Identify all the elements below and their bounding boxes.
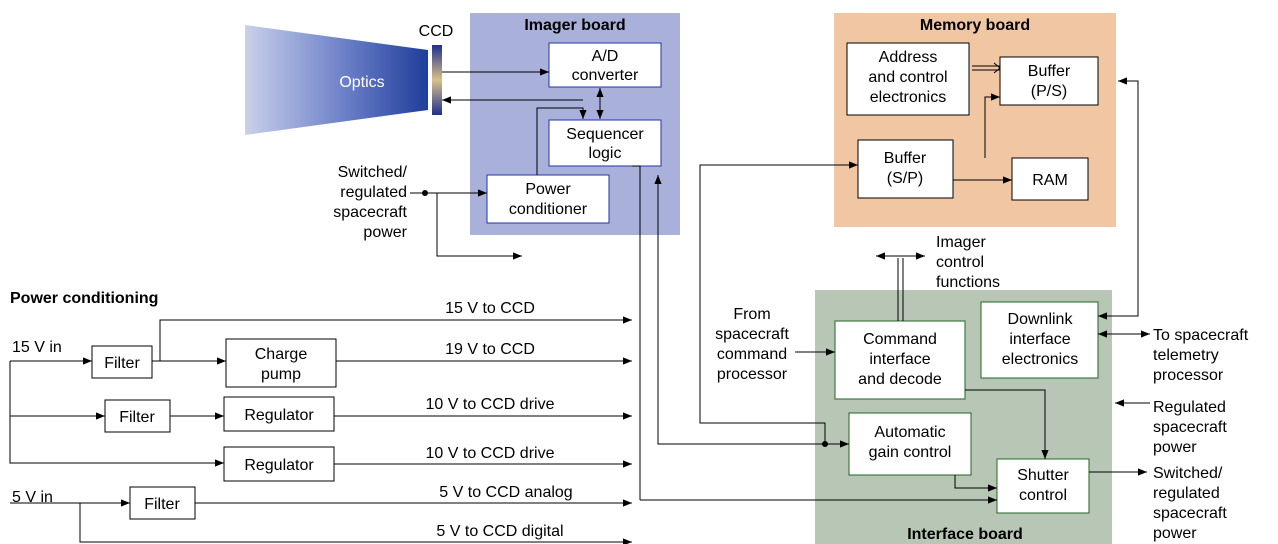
charge-pump-block xyxy=(225,338,337,388)
regulated-power-line-2: spacecraft xyxy=(1153,419,1227,436)
ccd-label: CCD xyxy=(419,23,454,40)
output-label-4: 10 V to CCD drive xyxy=(426,445,555,462)
imager-board-title: Imager board xyxy=(524,17,625,34)
optics-label: Optics xyxy=(339,74,384,91)
imager-control-line-2: control xyxy=(936,254,984,271)
charge-pump-line-2: pump xyxy=(261,366,301,383)
sequencer-line-1: Sequencer xyxy=(566,126,644,143)
imager-control-line-1: Imager xyxy=(936,234,986,251)
shutter-control-block xyxy=(996,458,1090,514)
to-telemetry-line-3: processor xyxy=(1153,367,1224,384)
switched-power-line-2: regulated xyxy=(340,184,407,201)
ad-line-2: converter xyxy=(572,67,639,84)
input-15v-label: 15 V in xyxy=(12,339,62,356)
command-line-1: Command xyxy=(863,331,937,348)
ad-line-1: A/D xyxy=(592,48,619,65)
output-label-2: 19 V to CCD xyxy=(445,341,535,358)
filter-block-1 xyxy=(91,345,153,379)
command-line-2: interface xyxy=(869,351,930,368)
buffer-sp-line-1: Buffer xyxy=(884,150,927,167)
switched-power-line-3: spacecraft xyxy=(333,204,407,221)
switched-out-line-1: Switched/ xyxy=(1153,465,1223,482)
long-connections xyxy=(632,161,997,504)
charge-pump-line-1: Charge xyxy=(255,346,308,363)
from-cmd-line-3: command xyxy=(717,346,787,363)
to-telemetry-line-1: To spacecraft xyxy=(1153,327,1249,344)
output-label-6: 5 V to CCD digital xyxy=(436,523,563,540)
downlink-line-3: electronics xyxy=(1002,351,1078,368)
ram-block xyxy=(1011,157,1089,201)
regulated-power-line-1: Regulated xyxy=(1153,399,1226,416)
powercond-line-2: conditioner xyxy=(509,201,588,218)
switched-out-line-2: regulated xyxy=(1153,485,1220,502)
interface-connections xyxy=(876,252,1150,492)
filter-block-2 xyxy=(104,399,171,433)
ad-converter-block xyxy=(548,42,662,88)
downlink-interface-block xyxy=(980,301,1099,379)
regulator-block-1 xyxy=(223,396,335,432)
imager-connections xyxy=(410,68,604,260)
filter-1-label: Filter xyxy=(104,355,140,372)
downlink-line-2: interface xyxy=(1009,331,1070,348)
imager-control-line-3: functions xyxy=(936,274,1000,291)
buffer-ps-block xyxy=(999,56,1099,106)
buffer-ps-line-1: Buffer xyxy=(1028,63,1071,80)
input-5v-label: 5 V in xyxy=(12,489,53,506)
regulated-power-line-3: power xyxy=(1153,439,1197,456)
agc-line-1: Automatic xyxy=(874,424,945,441)
from-cmd-line-2: spacecraft xyxy=(715,326,789,343)
buffer-sp-block xyxy=(857,139,954,199)
output-label-5: 5 V to CCD analog xyxy=(439,484,572,501)
address-line-2: and control xyxy=(868,69,947,86)
power-conditioning-title: Power conditioning xyxy=(10,290,158,307)
from-cmd-line-4: processor xyxy=(717,366,788,383)
to-telemetry-line-2: telemetry xyxy=(1153,347,1219,364)
shutter-line-2: control xyxy=(1019,487,1067,504)
power-connections xyxy=(9,316,632,544)
switched-out-line-3: spacecraft xyxy=(1153,505,1227,522)
from-cmd-line-1: From xyxy=(733,306,770,323)
buffer-sp-line-2: (S/P) xyxy=(887,170,923,187)
regulator-1-label: Regulator xyxy=(244,407,314,424)
interface-board-title: Interface board xyxy=(907,526,1023,543)
command-interface-block xyxy=(834,320,966,400)
filter-3-label: Filter xyxy=(144,496,180,513)
address-line-3: electronics xyxy=(870,89,946,106)
buffer-ps-line-2: (P/S) xyxy=(1031,83,1067,100)
sequencer-line-2: logic xyxy=(589,145,622,162)
powercond-line-1: Power xyxy=(525,181,571,198)
command-line-3: and decode xyxy=(858,371,942,388)
optics-shape xyxy=(245,25,428,135)
memory-connections xyxy=(953,62,1139,320)
memory-board-title: Memory board xyxy=(920,17,1030,34)
downlink-line-1: Downlink xyxy=(1008,311,1074,328)
output-label-3: 10 V to CCD drive xyxy=(426,396,555,413)
ccd-sensor xyxy=(432,45,442,115)
sequencer-logic-block xyxy=(548,119,662,167)
regulator-2-label: Regulator xyxy=(244,457,314,474)
filter-2-label: Filter xyxy=(119,409,155,426)
ram-label: RAM xyxy=(1032,172,1068,189)
switched-out-line-4: power xyxy=(1153,525,1197,542)
switched-power-line-4: power xyxy=(363,224,407,241)
address-control-block xyxy=(846,42,970,116)
output-label-1: 15 V to CCD xyxy=(445,300,535,317)
agc-line-2: gain control xyxy=(869,444,952,461)
shutter-line-1: Shutter xyxy=(1017,467,1069,484)
address-line-1: Address xyxy=(879,49,938,66)
power-conditioner-block xyxy=(486,174,610,224)
switched-power-line-1: Switched/ xyxy=(338,164,408,181)
